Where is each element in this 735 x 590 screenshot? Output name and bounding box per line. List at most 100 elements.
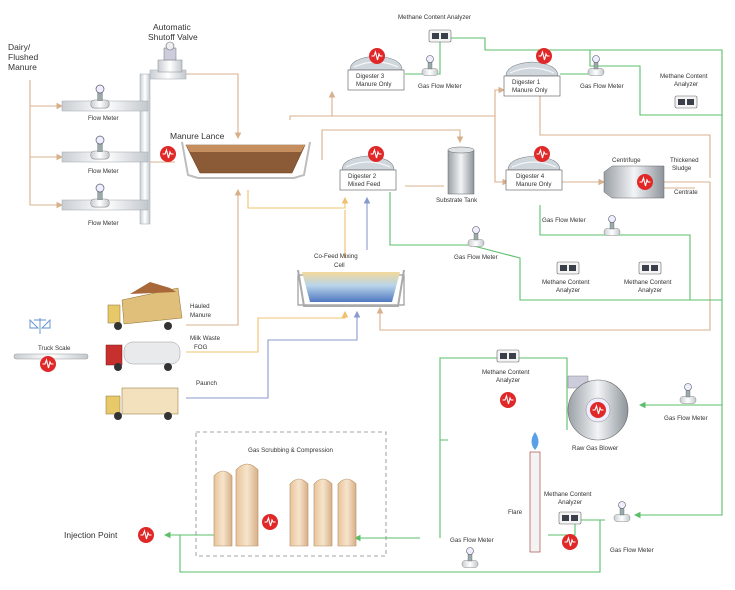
flare: Flare	[508, 432, 541, 553]
gas-flow-meter-d1: Gas Flow Meter	[580, 55, 624, 90]
flow-meter-3: Flow Meter	[88, 183, 119, 227]
svg-text:Milk Waste: Milk Waste	[190, 335, 221, 342]
substrate-tank: Substrate Tank	[436, 146, 478, 204]
svg-text:Gas Flow Meter: Gas Flow Meter	[542, 217, 586, 224]
svg-text:Methane Content Analyzer: Methane Content Analyzer	[398, 14, 471, 21]
paunch-line	[186, 196, 371, 399]
svg-text:Gas Flow Meter: Gas Flow Meter	[454, 254, 498, 261]
alarm-icon	[499, 391, 517, 409]
gas-flow-meter-d4: Gas Flow Meter	[542, 215, 621, 236]
svg-text:FOG: FOG	[194, 344, 208, 351]
svg-text:Hauled: Hauled	[190, 303, 210, 310]
svg-text:Cell: Cell	[334, 262, 345, 269]
alarm-icon	[533, 145, 551, 163]
svg-text:Methane Content: Methane Content	[482, 369, 530, 376]
hauled-manure-truck: Hauled Manure	[107, 282, 212, 330]
svg-text:Digester 1: Digester 1	[512, 79, 541, 86]
co-feed-mixing-cell: Co-Feed Mixing Cell	[297, 253, 405, 307]
alarm-icon	[367, 145, 385, 163]
svg-text:Methane Content: Methane Content	[542, 279, 590, 286]
svg-text:Co-Feed Mixing: Co-Feed Mixing	[314, 253, 358, 260]
svg-text:Analyzer: Analyzer	[556, 287, 580, 294]
svg-text:Centrate: Centrate	[674, 189, 698, 196]
manure-lines	[29, 73, 711, 331]
svg-text:Flushed: Flushed	[8, 52, 39, 62]
svg-text:Sludge: Sludge	[672, 165, 692, 172]
svg-text:Flow Meter: Flow Meter	[88, 168, 119, 175]
milk-waste-truck: Milk Waste FOG	[105, 335, 221, 371]
svg-text:Shutoff Valve: Shutoff Valve	[148, 32, 198, 42]
svg-text:Raw Gas Blower: Raw Gas Blower	[572, 445, 618, 452]
svg-text:Gas Scrubbing & Compression: Gas Scrubbing & Compression	[248, 447, 334, 454]
svg-text:Manure: Manure	[190, 312, 212, 319]
svg-text:Mixed Feed: Mixed Feed	[348, 181, 381, 188]
methane-analyzer-blower: Methane Content Analyzer	[482, 349, 530, 409]
svg-text:Manure Only: Manure Only	[516, 181, 552, 188]
gas-scrubbing-compression: Gas Scrubbing & Compression	[195, 431, 387, 557]
svg-text:Manure: Manure	[8, 62, 37, 72]
alarm-icon	[589, 401, 607, 419]
svg-text:Centrifuge: Centrifuge	[612, 157, 641, 164]
svg-text:Methane Content: Methane Content	[624, 279, 672, 286]
svg-text:Methane Content: Methane Content	[544, 491, 592, 498]
svg-text:Dairy/: Dairy/	[8, 42, 31, 52]
svg-text:Manure Lance: Manure Lance	[170, 131, 225, 141]
alarm-icon	[636, 173, 654, 191]
svg-text:Flow Meter: Flow Meter	[88, 115, 119, 122]
svg-text:Gas Flow Meter: Gas Flow Meter	[450, 537, 494, 544]
svg-text:Digester 2: Digester 2	[348, 173, 377, 180]
digester-1: Digester 1 Manure Only	[503, 47, 561, 97]
gas-flow-meter-blower: Gas Flow Meter	[664, 383, 708, 422]
svg-text:Gas Flow Meter: Gas Flow Meter	[610, 547, 654, 554]
svg-text:Gas Flow Meter: Gas Flow Meter	[418, 83, 462, 90]
alarm-icon	[561, 533, 579, 551]
alarm-icon	[39, 355, 57, 373]
methane-analyzer-mid-left: Methane Content Analyzer	[542, 261, 590, 294]
digester-3: Digester 3 Manure Only	[347, 47, 405, 91]
gas-flow-meter-flare: Gas Flow Meter	[610, 501, 654, 554]
flow-meter-2: Flow Meter	[88, 135, 119, 175]
gas-flow-meter-d3: Gas Flow Meter	[418, 55, 462, 90]
digester-4: Digester 4 Manure Only	[505, 145, 563, 191]
cofeed-lines	[186, 190, 349, 353]
centrifuge: Centrifuge Thickened Sludge Centrate	[603, 157, 699, 199]
alarm-icon	[159, 145, 177, 163]
automatic-shutoff-valve: Automatic Shutoff Valve	[148, 22, 198, 73]
svg-text:Flow Meter: Flow Meter	[88, 220, 119, 227]
flow-meter-1: Flow Meter	[88, 84, 119, 122]
svg-text:Analyzer: Analyzer	[674, 81, 698, 88]
alarm-icon	[535, 47, 553, 65]
truck-scale: Truck Scale	[13, 318, 89, 373]
gas-flow-meter-injection: Gas Flow Meter	[450, 537, 494, 568]
svg-text:Thickened: Thickened	[670, 157, 699, 164]
svg-text:Automatic: Automatic	[153, 22, 192, 32]
svg-text:Flare: Flare	[508, 509, 523, 516]
paunch-truck: Paunch	[105, 380, 218, 420]
svg-text:Gas Flow Meter: Gas Flow Meter	[664, 415, 708, 422]
svg-text:Gas Flow Meter: Gas Flow Meter	[580, 83, 624, 90]
methane-analyzer-mid-right: Methane Content Analyzer	[624, 261, 672, 294]
methane-analyzer-top: Methane Content Analyzer	[398, 14, 471, 43]
dairy-manure-label: Dairy/ Flushed Manure	[8, 42, 39, 72]
manure-lance: Manure Lance	[170, 131, 311, 179]
digester-2: Digester 2 Mixed Feed	[339, 145, 397, 191]
gas-flow-meter-d2: Gas Flow Meter	[454, 226, 498, 261]
svg-text:Injection Point: Injection Point	[64, 530, 118, 540]
svg-text:Analyzer: Analyzer	[496, 377, 520, 384]
alarm-icon	[368, 47, 386, 65]
raw-gas-blower: Raw Gas Blower	[567, 375, 629, 452]
svg-text:Analyzer: Analyzer	[558, 499, 582, 506]
alarm-icon	[137, 526, 155, 544]
svg-text:Analyzer: Analyzer	[638, 287, 662, 294]
svg-text:Digester 4: Digester 4	[516, 173, 545, 180]
methane-analyzer-d1: Methane Content Analyzer	[660, 73, 708, 109]
svg-text:Truck Scale: Truck Scale	[38, 345, 71, 352]
injection-point: Injection Point	[64, 526, 155, 544]
alarm-icon	[261, 513, 279, 531]
svg-text:Substrate Tank: Substrate Tank	[436, 197, 478, 204]
svg-text:Manure Only: Manure Only	[512, 87, 548, 94]
methane-analyzer-flare: Methane Content Analyzer	[544, 491, 592, 551]
svg-text:Methane Content: Methane Content	[660, 73, 708, 80]
svg-text:Digester 3: Digester 3	[356, 73, 385, 80]
